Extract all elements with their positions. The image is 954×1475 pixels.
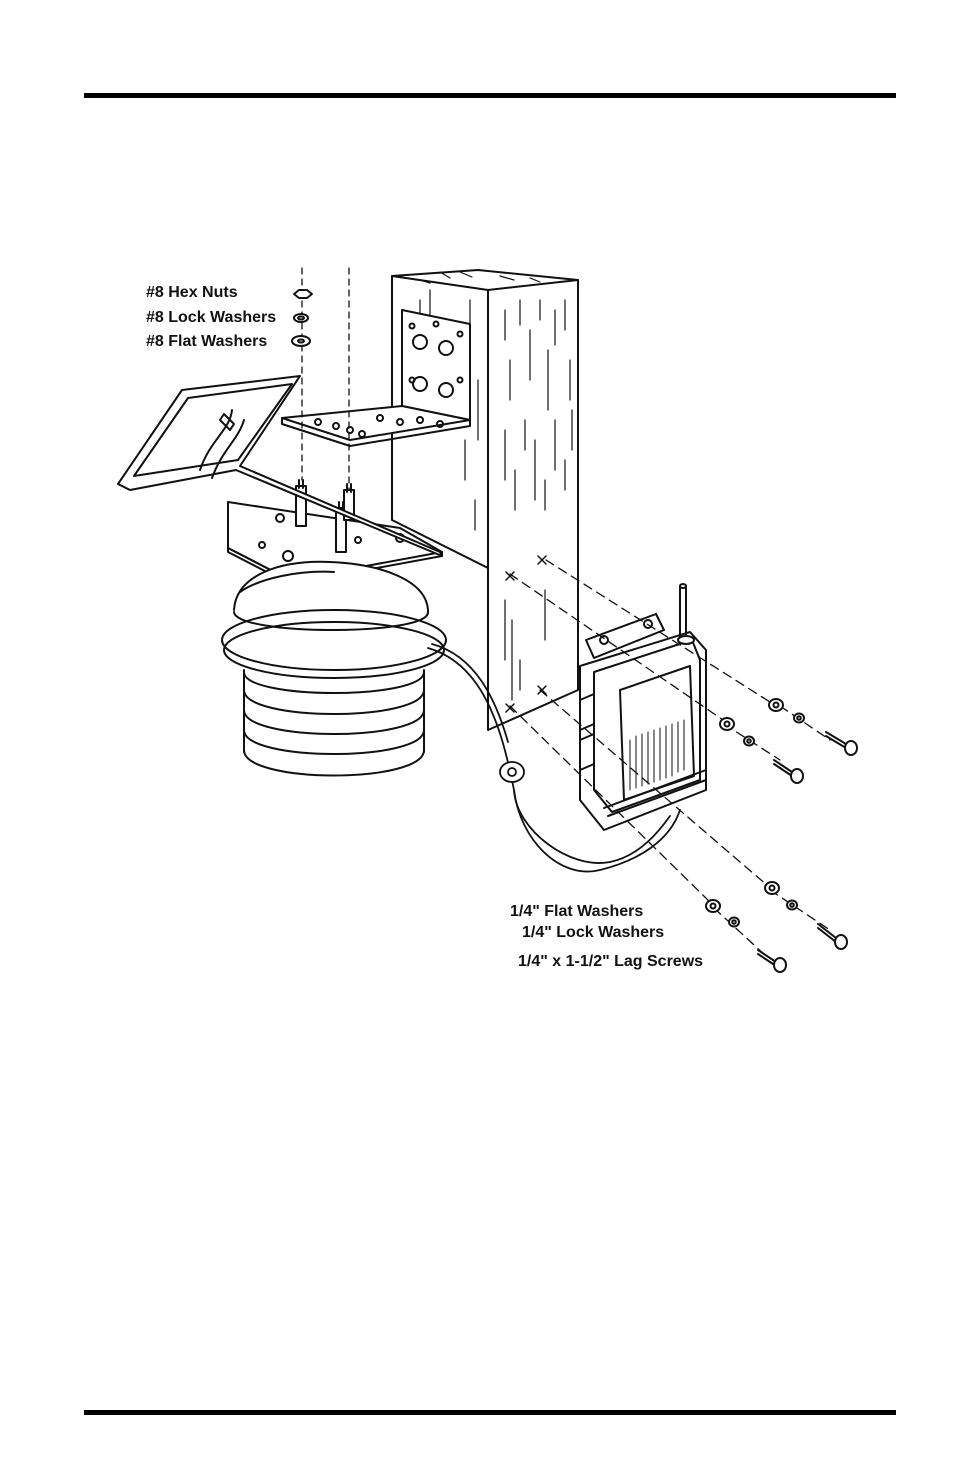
l-bracket <box>281 309 471 447</box>
lag-screws <box>757 731 858 973</box>
label-hex-nuts: #8 Hex Nuts <box>146 284 238 301</box>
label-lag-screws: 1/4" x 1-1/2" Lag Screws <box>518 953 704 970</box>
radiation-shield <box>221 560 447 777</box>
label-flat-washers-8: #8 Flat Washers <box>146 333 268 350</box>
wooden-post <box>391 269 579 731</box>
small-hardware <box>291 289 313 347</box>
label-flat-washers-quarter: 1/4" Flat Washers <box>510 903 644 920</box>
label-lock-washers-quarter: 1/4" Lock Washers <box>522 924 665 941</box>
top-rule <box>84 93 896 98</box>
transmitter-box <box>579 583 707 831</box>
label-lock-washers-8: #8 Lock Washers <box>146 309 277 326</box>
bottom-rule <box>84 1410 896 1415</box>
sensor-cable <box>427 643 681 873</box>
shield-bracket <box>117 375 443 557</box>
quarter-hardware <box>705 698 805 928</box>
